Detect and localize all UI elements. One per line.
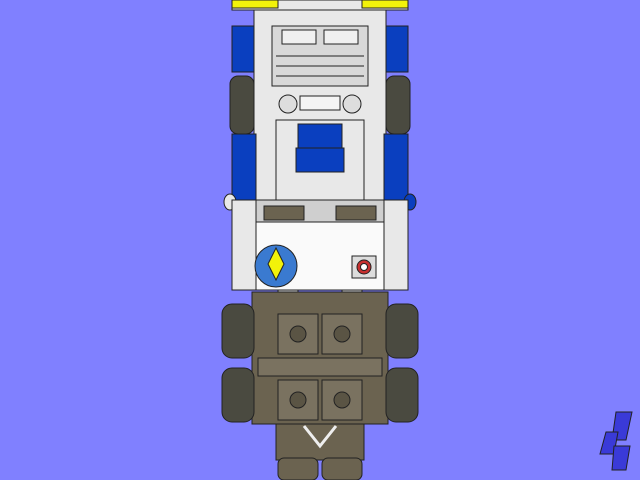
lower-body [251, 291, 389, 425]
chest-panel [231, 199, 409, 291]
lower-tires [221, 303, 419, 423]
lego-brick-lightning-icon [599, 411, 633, 471]
headlights [278, 94, 362, 114]
upper-tires [229, 75, 411, 135]
feet [275, 423, 365, 480]
